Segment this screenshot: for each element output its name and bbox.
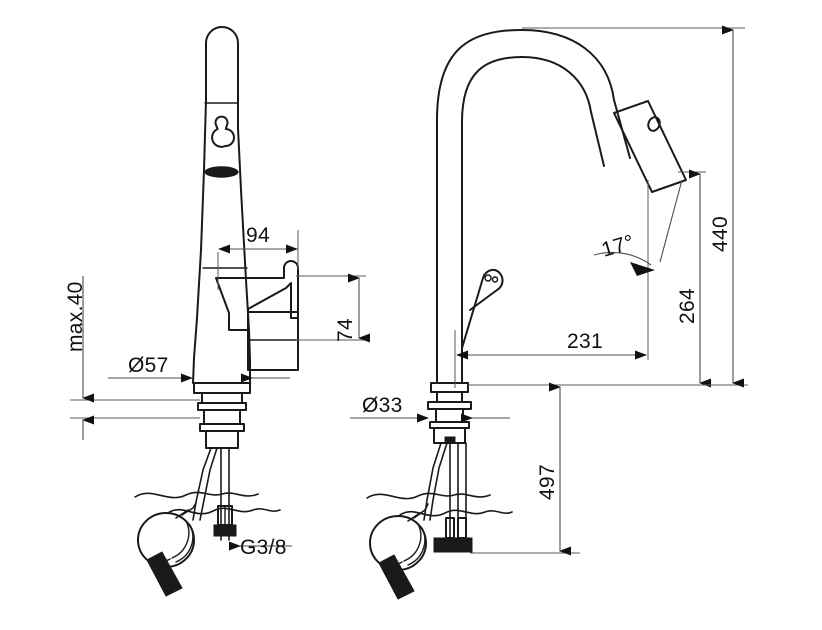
angle17-arc bbox=[593, 251, 652, 266]
right-spray-button-icon bbox=[647, 116, 661, 132]
right-break-wave-upper bbox=[366, 492, 491, 500]
left-cartridge-block bbox=[247, 311, 299, 371]
right-spray-head bbox=[613, 100, 687, 193]
right-base-flange bbox=[430, 382, 469, 393]
right-hose-end-strap bbox=[378, 554, 415, 600]
left-hose-end-strap-line bbox=[151, 558, 171, 569]
dim-497-label: 497 bbox=[536, 464, 559, 500]
right-lever-handle-detail bbox=[484, 274, 492, 282]
left-washer-lower bbox=[199, 423, 245, 432]
left-weight-hose bbox=[181, 502, 197, 516]
dim-d33-label: Ø33 bbox=[362, 394, 403, 417]
right-clamp-center bbox=[444, 436, 456, 444]
left-counterweight-band2 bbox=[175, 524, 194, 563]
right-mount-nut bbox=[435, 408, 464, 423]
right-counterweight-band2 bbox=[407, 527, 426, 566]
right-washer-upper bbox=[427, 401, 472, 410]
right-hose-supply-b bbox=[429, 442, 448, 521]
left-lever-handle bbox=[215, 260, 299, 331]
left-hose-supply-b bbox=[199, 447, 218, 521]
left-spray-button-icon bbox=[211, 115, 235, 148]
dim-264-label: 264 bbox=[676, 288, 699, 324]
right-fitting-b bbox=[457, 517, 467, 539]
dim-74-label: 74 bbox=[334, 318, 357, 342]
right-spout-inner-curve bbox=[461, 56, 605, 384]
right-weight-hose2 bbox=[407, 512, 421, 522]
left-view-group: max.40 Ø57 94 74 G3/8 bbox=[64, 26, 370, 597]
left-thread-nut bbox=[213, 524, 237, 537]
left-hose-supply-a bbox=[192, 447, 212, 521]
angle17-arrow bbox=[630, 262, 655, 276]
right-lever-handle-detail2 bbox=[491, 276, 499, 283]
right-clamp-body bbox=[433, 427, 466, 444]
left-washer-upper bbox=[197, 402, 247, 411]
left-break-wave-upper bbox=[134, 491, 259, 499]
left-hose-end-strap bbox=[146, 551, 183, 597]
right-spray-head-joint bbox=[613, 100, 649, 114]
right-shank bbox=[436, 391, 463, 403]
right-counterweight-band bbox=[403, 523, 422, 562]
angle17-ray bbox=[659, 179, 683, 263]
dim-231-label: 231 bbox=[567, 330, 603, 353]
left-counterweight-band bbox=[171, 520, 190, 559]
dim-g38-label: G3/8 bbox=[240, 536, 287, 559]
left-base-flange bbox=[193, 382, 251, 394]
left-clamp-body bbox=[205, 430, 239, 449]
right-washer-lower bbox=[429, 421, 470, 429]
right-view-group: Ø33 231 17° 264 440 497 bbox=[350, 25, 748, 600]
right-break-wave-lower bbox=[399, 509, 513, 517]
right-lever-handle bbox=[461, 268, 504, 349]
right-spout-outer-curve bbox=[436, 29, 631, 384]
left-spout-body bbox=[192, 26, 251, 384]
dim-max40-label: max.40 bbox=[64, 281, 87, 352]
dim-17deg-label: 17° bbox=[599, 231, 637, 262]
dim-94-label: 94 bbox=[246, 224, 270, 247]
dim-440-label: 440 bbox=[709, 216, 732, 252]
dim-d57-label: Ø57 bbox=[128, 354, 169, 377]
left-mount-nut bbox=[203, 409, 241, 425]
right-hose-end-strap-line bbox=[383, 561, 403, 572]
right-fitting-nuts bbox=[433, 537, 473, 553]
left-shank bbox=[201, 392, 243, 404]
